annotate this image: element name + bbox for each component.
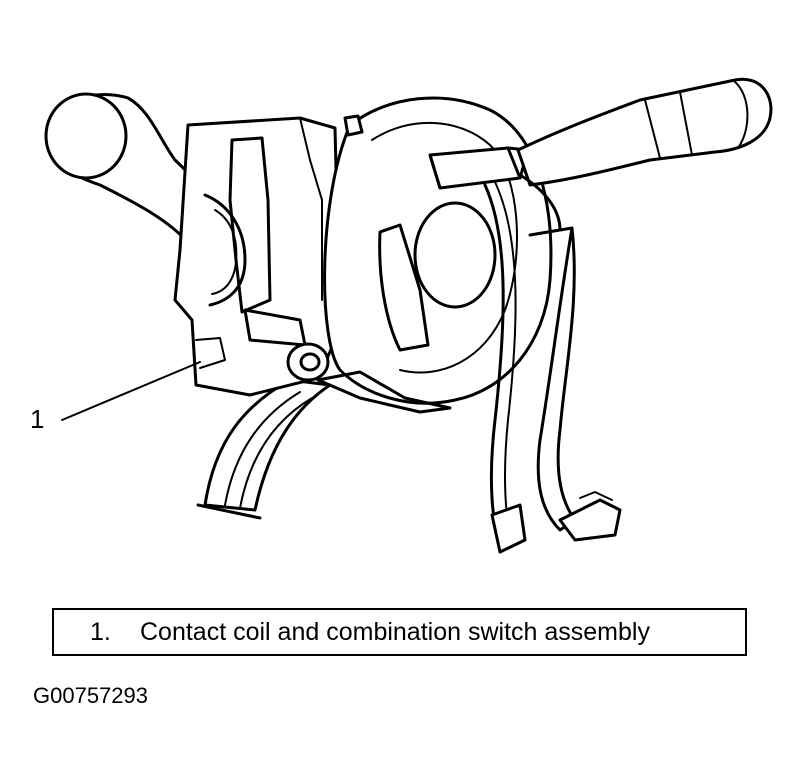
switch-assembly-illustration bbox=[44, 77, 773, 554]
contact-coil bbox=[316, 96, 553, 414]
legend-box: 1. Contact coil and combination switch a… bbox=[52, 608, 747, 656]
lower-column-shroud bbox=[196, 378, 332, 520]
figure-id: G00757293 bbox=[33, 683, 148, 708]
wiring-harness bbox=[483, 173, 622, 554]
callout-leader-line bbox=[61, 361, 201, 421]
right-lever bbox=[516, 77, 773, 187]
combination-switch-body bbox=[173, 116, 342, 397]
callout-label-1: 1 bbox=[30, 404, 45, 434]
legend-item-text: Contact coil and combination switch asse… bbox=[140, 617, 650, 646]
mounting-bolt bbox=[286, 342, 330, 382]
legend-item-number: 1. bbox=[90, 617, 111, 646]
